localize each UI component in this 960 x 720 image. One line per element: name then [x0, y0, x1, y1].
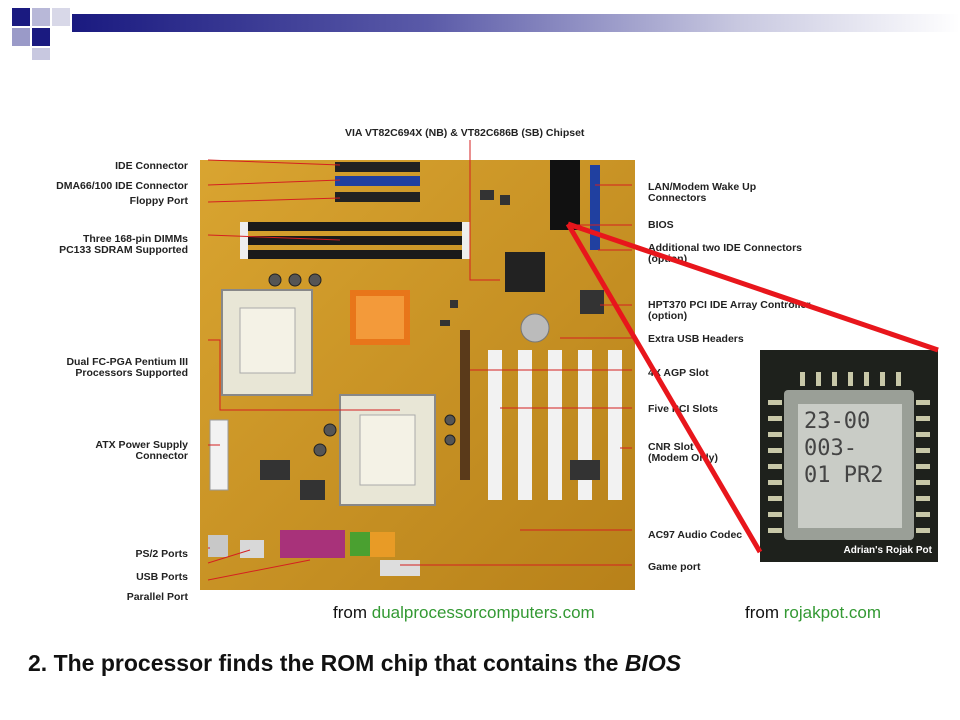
deco-square	[32, 48, 50, 60]
label-ac97: AC97 Audio Codec	[648, 529, 743, 541]
credit-rojakpot: from rojakpot.com	[745, 603, 881, 623]
deco-square	[12, 28, 30, 46]
label-atx-power: ATX Power Supply Connector	[95, 439, 188, 462]
label-lan-modem: LAN/Modem Wake Up Connectors	[648, 181, 757, 204]
deco-square	[12, 8, 30, 26]
caption-main: 2. The processor finds the ROM chip that…	[28, 650, 625, 676]
credit-source-link[interactable]: rojakpot.com	[783, 603, 882, 622]
deco-square	[32, 28, 50, 46]
label-extra-usb: Extra USB Headers	[648, 333, 744, 345]
label-dual-fcpga: Dual FC-PGA Pentium III Processors Suppo…	[66, 356, 188, 379]
bios-chip-closeup: 23-00 003- 01 PR2 Adrian's Rojak Pot	[760, 350, 938, 562]
label-bios: BIOS	[648, 219, 674, 231]
deco-square	[32, 8, 50, 26]
motherboard-illustration	[200, 140, 635, 590]
label-parallel-port: Parallel Port	[126, 591, 188, 603]
credit-prefix: from	[745, 603, 784, 622]
credit-prefix: from	[333, 603, 372, 622]
label-chipset: VIA VT82C694X (NB) & VT82C686B (SB) Chip…	[345, 127, 585, 139]
label-dimms: Three 168-pin DIMMs PC133 SDRAM Supporte…	[59, 233, 188, 256]
label-usb-ports: USB Ports	[136, 571, 188, 583]
label-ide-connector: IDE Connector	[115, 160, 188, 172]
label-floppy-port: Floppy Port	[129, 195, 188, 207]
watermark-text: Adrian's Rojak Pot	[843, 545, 932, 556]
credit-dualprocessor: from dualprocessorcomputers.com	[333, 603, 595, 623]
motherboard-photo	[200, 140, 640, 595]
chip-pins	[768, 372, 930, 533]
chip-marking: 23-00 003- 01 PR2	[798, 404, 902, 528]
credit-source-link[interactable]: dualprocessorcomputers.com	[371, 603, 595, 622]
slide-caption: 2. The processor finds the ROM chip that…	[28, 650, 681, 677]
caption-emphasis: BIOS	[624, 650, 682, 676]
label-agp: 4X AGP Slot	[648, 367, 709, 379]
label-pci: Five PCI Slots	[648, 403, 719, 415]
label-ps2-ports: PS/2 Ports	[135, 548, 188, 560]
pointer-line-bottom	[565, 222, 763, 554]
label-dma-ide-connector: DMA66/100 IDE Connector	[56, 180, 188, 192]
label-hpt370: HPT370 PCI IDE Array Controller (option)	[648, 299, 811, 322]
header-gradient-bar	[72, 14, 960, 32]
label-game-port: Game port	[648, 561, 701, 573]
bios-chip: 23-00 003- 01 PR2	[784, 390, 914, 540]
pointer-line-top	[567, 221, 939, 353]
deco-square	[52, 8, 70, 26]
